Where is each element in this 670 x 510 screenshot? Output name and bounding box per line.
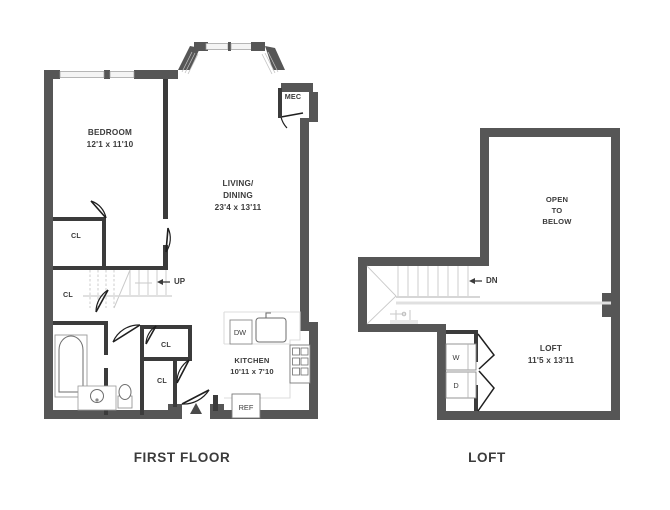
loft-exterior-walls xyxy=(358,128,620,420)
stair-down-label: DN xyxy=(486,276,498,285)
laundry-appliances xyxy=(445,343,477,399)
loft-room-labels: OPEN TO BELOW LOFT 11'5 x 13'11 W D xyxy=(453,195,575,390)
mechanical-label: MEC xyxy=(285,92,301,101)
kitchen-fixtures xyxy=(223,311,311,419)
living-dining-label-line2: DINING xyxy=(223,191,253,200)
stair-up-label: UP xyxy=(174,277,186,286)
living-dining-label-line1: LIVING/ xyxy=(223,179,254,188)
open-to-below-line3: BELOW xyxy=(542,217,572,226)
bathroom-fixtures xyxy=(54,334,133,411)
closet-hall-label: CL xyxy=(63,290,73,299)
bedroom-dimensions: 12'1 x 11'10 xyxy=(87,140,134,149)
closet-bedroom-label: CL xyxy=(71,231,81,240)
entry-door-marker xyxy=(190,403,202,414)
loft-room-dimensions: 11'5 x 13'11 xyxy=(528,356,575,365)
laundry-bifold-doors xyxy=(477,333,496,412)
closet-lower-mid-label: CL xyxy=(157,376,167,385)
refrigerator-label: REF xyxy=(239,403,254,412)
kitchen-label: KITCHEN xyxy=(234,356,269,365)
stairs-up xyxy=(83,269,172,310)
laundry-closet-walls xyxy=(446,330,478,411)
bedroom-windows xyxy=(59,71,135,78)
open-to-below-line1: OPEN xyxy=(546,195,568,204)
stairs-down xyxy=(366,265,611,325)
dryer-label: D xyxy=(453,381,458,390)
first-floor-door-swings xyxy=(90,112,304,405)
living-dining-dimensions: 23'4 x 13'11 xyxy=(215,203,262,212)
first-floor-room-labels: BEDROOM 12'1 x 11'10 LIVING/ DINING 23'4… xyxy=(63,92,301,412)
washer-label: W xyxy=(453,353,460,362)
bay-window-structure xyxy=(178,42,285,75)
bedroom-label: BEDROOM xyxy=(88,128,132,137)
kitchen-dimensions: 10'11 x 7'10 xyxy=(230,367,274,376)
mechanical-closet-walls xyxy=(278,88,282,118)
loft-title: LOFT xyxy=(468,450,506,465)
first-floor-title: FIRST FLOOR xyxy=(134,450,231,465)
stair-up-marker: UP xyxy=(157,277,186,286)
first-floor-interior-walls xyxy=(53,79,218,415)
first-floor-plan: UP BEDROOM 12'1 x 11'10 LIVING/ DINING 2… xyxy=(44,42,318,419)
loft-plan: OPEN TO BELOW LOFT 11'5 x 13'11 W D DN xyxy=(358,128,620,420)
open-to-below-line2: TO xyxy=(552,206,563,215)
dishwasher-label: DW xyxy=(234,328,246,337)
first-floor-exterior-walls xyxy=(44,70,318,419)
closet-upper-mid-label: CL xyxy=(161,340,171,349)
loft-room-label: LOFT xyxy=(540,344,562,353)
stair-down-marker: DN xyxy=(469,276,498,285)
